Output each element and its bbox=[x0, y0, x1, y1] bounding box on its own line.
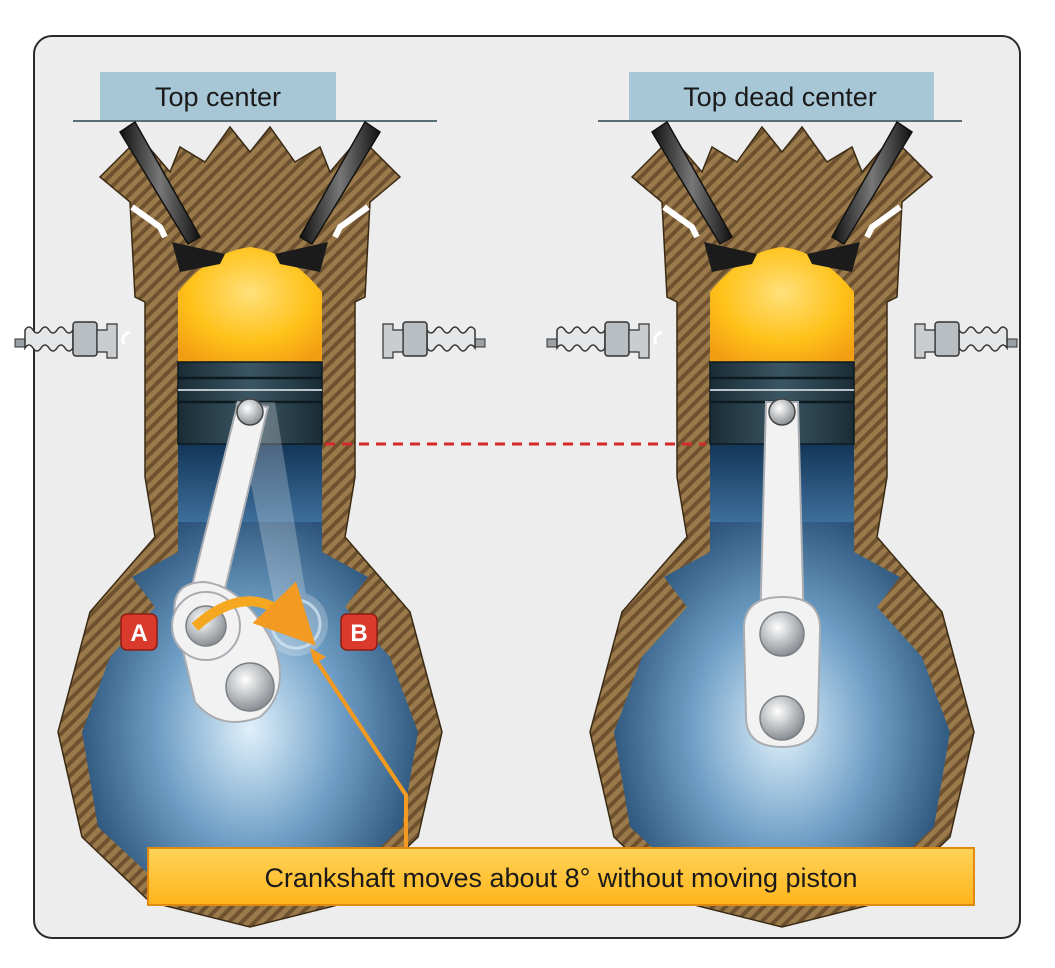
connecting-rod-straight bbox=[758, 401, 806, 628]
caption-box: Crankshaft moves about 8° without moving… bbox=[147, 847, 975, 906]
title-left-label: Top center bbox=[155, 82, 281, 112]
marker-a: A bbox=[120, 613, 158, 651]
caption-text: Crankshaft moves about 8° without moving… bbox=[264, 863, 857, 893]
marker-b: B bbox=[340, 613, 378, 651]
marker-a-label: A bbox=[130, 620, 147, 647]
rotation-arrow bbox=[191, 581, 316, 646]
caption-pointer bbox=[314, 658, 408, 848]
title-top-center: Top center bbox=[73, 72, 437, 122]
cylinder-top-center bbox=[15, 122, 485, 927]
title-top-dead-center: Top dead center bbox=[598, 72, 962, 122]
marker-b-label: B bbox=[350, 620, 367, 647]
cylinder-top-dead-center bbox=[547, 122, 1017, 927]
title-right-label: Top dead center bbox=[683, 82, 877, 112]
